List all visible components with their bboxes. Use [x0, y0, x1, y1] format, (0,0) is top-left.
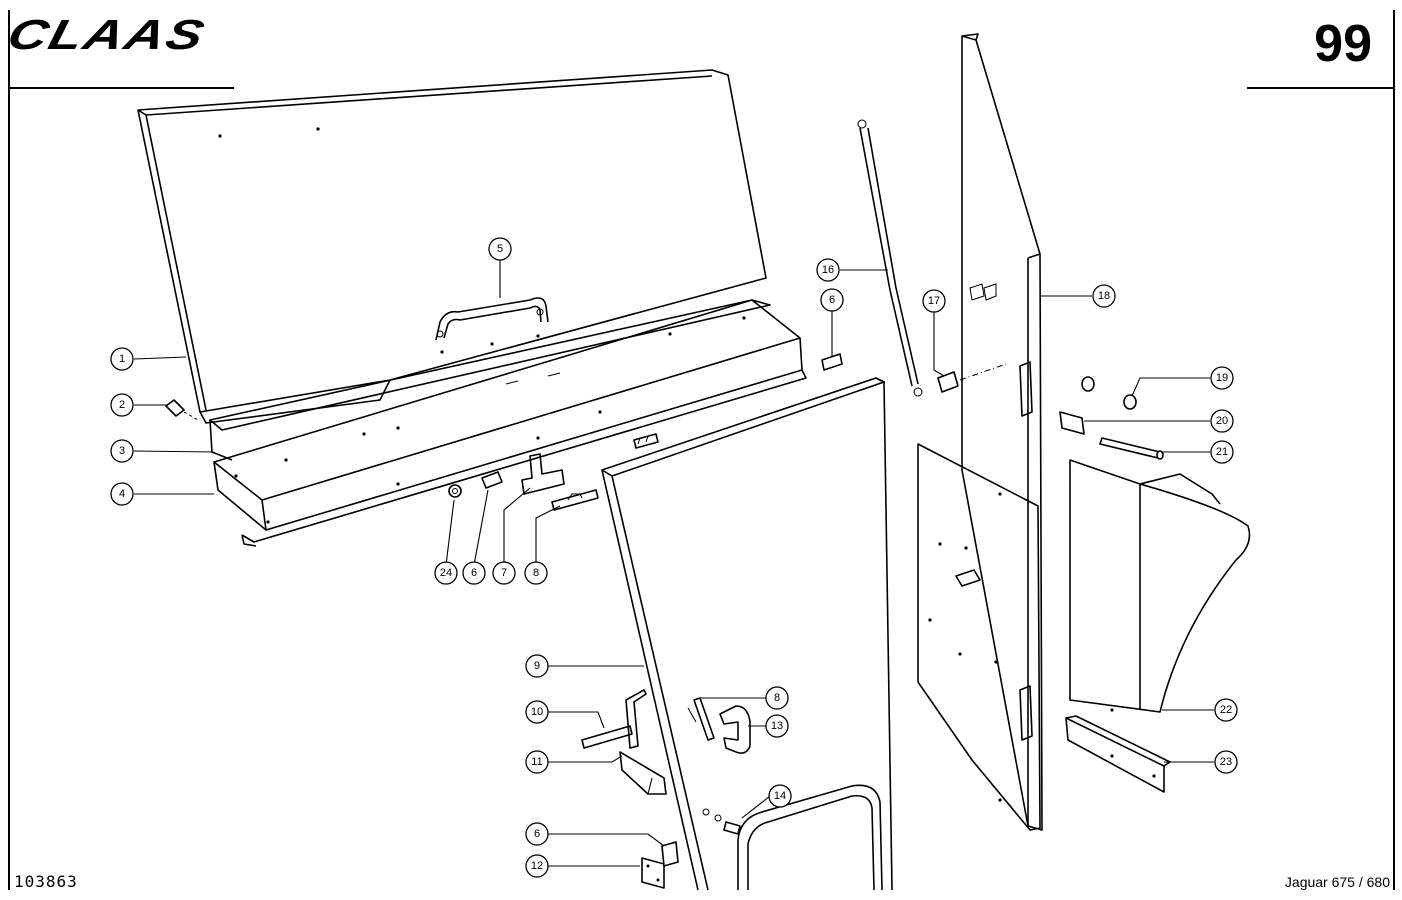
callout-16-label: 16: [822, 264, 834, 276]
callout-17-label: 17: [928, 295, 940, 307]
part-8-plate-lower: [687, 697, 715, 741]
callout-14: 14: [768, 784, 792, 808]
part-6-clip: [481, 471, 503, 489]
callout-19-label: 19: [1216, 372, 1228, 384]
callout-6-middle: 6: [462, 561, 486, 585]
part-1-top-panel: [137, 69, 767, 424]
callout-1-label: 1: [119, 353, 125, 365]
part-6-clip-upper: [821, 353, 843, 371]
callout-23: 23: [1214, 750, 1238, 774]
callout-5: 5: [488, 237, 512, 261]
callout-13: 13: [765, 714, 789, 738]
part-19-washers: [1081, 376, 1137, 410]
callout-14-label: 14: [774, 790, 786, 802]
callout-2: 2: [110, 393, 134, 417]
callout-22: 22: [1214, 698, 1238, 722]
part-8-plate: [551, 489, 599, 511]
part-9-door: [601, 377, 893, 891]
part-17-bushing: [937, 363, 1007, 393]
callout-20: 20: [1210, 409, 1234, 433]
part-22-cover: [1069, 459, 1251, 713]
callout-8-lower: 8: [765, 686, 789, 710]
callout-11: 11: [525, 750, 549, 774]
callout-9: 9: [525, 654, 549, 678]
part-23-strip: [1065, 715, 1171, 793]
callout-19: 19: [1210, 366, 1234, 390]
part-3-angle-strip: [209, 299, 771, 461]
part-12-plate: [641, 857, 665, 889]
part-2-pin: [165, 399, 199, 421]
leader-lines: [133, 260, 1214, 867]
callout-22-label: 22: [1220, 704, 1232, 716]
part-18-side-post: [961, 33, 1043, 831]
callout-8-upper-label: 8: [533, 567, 539, 579]
callout-10-label: 10: [531, 706, 543, 718]
callout-6-upper: 6: [820, 288, 844, 312]
part-10-hinge: [581, 689, 647, 749]
part-16-gas-strut: [857, 119, 923, 397]
callout-6-lower-label: 6: [534, 828, 540, 840]
callout-8-upper: 8: [524, 561, 548, 585]
part-11-bracket: [619, 751, 667, 795]
part-14-bolt: [702, 808, 741, 835]
callout-12-label: 12: [531, 860, 543, 872]
callout-3: 3: [110, 439, 134, 463]
callout-24-label: 24: [440, 567, 452, 579]
frame-right-line: [1393, 10, 1395, 890]
callout-11-label: 11: [531, 756, 542, 768]
page-number: 99: [1314, 15, 1372, 73]
part-7-bracket: [521, 453, 565, 495]
part-20-bracket: [1059, 411, 1085, 435]
callout-4: 4: [110, 482, 134, 506]
part-hinge-small: [633, 433, 659, 449]
callout-8-lower-label: 8: [774, 692, 780, 704]
callout-10: 10: [525, 700, 549, 724]
callout-16: 16: [816, 258, 840, 282]
model-label: Jaguar 675 / 680: [1284, 874, 1390, 890]
part-13-latch: [719, 705, 751, 754]
callout-20-label: 20: [1216, 415, 1228, 427]
callout-17: 17: [922, 289, 946, 313]
part-21-pin: [1099, 437, 1164, 460]
part-5-handle: [435, 297, 549, 341]
header-rule-right: [1247, 87, 1394, 89]
callout-12: 12: [525, 854, 549, 878]
callout-18: 18: [1092, 284, 1116, 308]
callout-2-label: 2: [119, 399, 125, 411]
callout-7-label: 7: [501, 567, 507, 579]
callout-1: 1: [110, 347, 134, 371]
drawing-number: 103863: [14, 872, 78, 891]
side-lower-panel: [917, 443, 1041, 831]
part-4-profile-rail: [213, 299, 807, 547]
callout-5-label: 5: [497, 243, 503, 255]
header-rule-left: [8, 87, 234, 89]
part-24-nut: [448, 484, 462, 498]
callout-23-label: 23: [1220, 756, 1232, 768]
callout-21: 21: [1210, 440, 1234, 464]
callout-6-middle-label: 6: [471, 567, 477, 579]
callout-7: 7: [492, 561, 516, 585]
door-window: [737, 784, 883, 891]
part-6-clip-lower: [661, 841, 679, 867]
callout-4-label: 4: [119, 488, 125, 500]
callout-24: 24: [434, 561, 458, 585]
callout-6-lower: 6: [525, 822, 549, 846]
callout-6-upper-label: 6: [829, 294, 835, 306]
callout-13-label: 13: [771, 720, 783, 732]
callout-21-label: 21: [1216, 446, 1228, 458]
callout-9-label: 9: [534, 660, 540, 672]
frame-left-line: [8, 10, 10, 890]
callout-3-label: 3: [119, 445, 125, 457]
callout-18-label: 18: [1098, 290, 1110, 302]
